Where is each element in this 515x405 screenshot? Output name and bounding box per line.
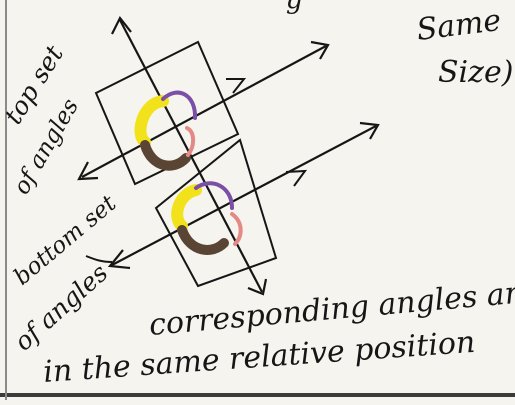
bottom-parallel-arrowhead-left [110, 250, 130, 268]
top-purple-angle-arc [163, 93, 195, 118]
transversal-arrowhead-top [112, 18, 131, 34]
bottom-yellow-angle-arc [177, 190, 196, 226]
size-label: Size) [438, 55, 513, 90]
bottom-brown-angle-arc [182, 230, 224, 250]
bottom-parallel-arrowhead-right [360, 123, 378, 139]
top-angle-marks [141, 93, 196, 166]
top-brown-angle-arc [145, 145, 186, 166]
top-parallel-line [82, 46, 326, 177]
top-partial-letter: g [286, 0, 303, 15]
bottom-parallel-midarrow [286, 171, 305, 186]
same-label: Same [415, 3, 503, 48]
bottom-pink-angle-arc [232, 214, 241, 244]
bottom-angle-marks [177, 183, 240, 250]
bottom-parallel-line [112, 126, 376, 265]
caption-line-2: in the same relative position [42, 325, 476, 390]
